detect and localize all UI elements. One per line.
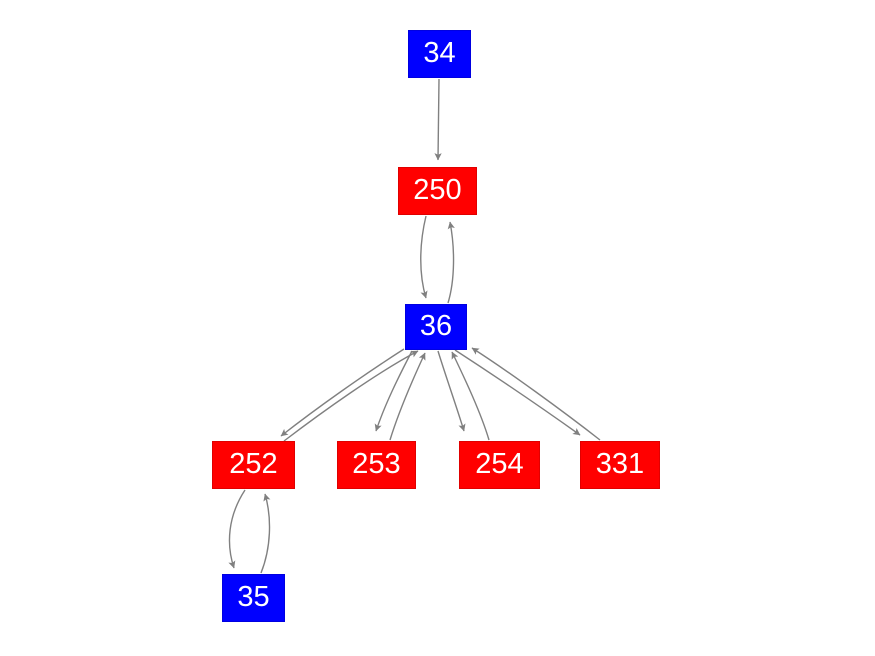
edge-36-to-331 <box>454 349 581 436</box>
edge-34-to-250 <box>434 78 442 161</box>
edge-36-to-253 <box>374 350 413 432</box>
graph-node-250[interactable]: 250 <box>398 167 477 215</box>
graph-node-253[interactable]: 253 <box>337 441 416 489</box>
edge-36-to-254 <box>437 350 466 432</box>
graph-node-252[interactable]: 252 <box>212 441 295 489</box>
node-label: 36 <box>419 309 453 342</box>
node-label: 253 <box>352 447 401 480</box>
edge-331-to-36 <box>471 347 601 441</box>
edge-36-to-250 <box>447 221 455 304</box>
node-label: 252 <box>229 447 278 480</box>
edge-254-to-36 <box>451 351 490 441</box>
node-label: 35 <box>237 580 270 613</box>
graph-node-254[interactable]: 254 <box>459 441 540 489</box>
node-label: 331 <box>595 447 645 480</box>
edge-252-to-35 <box>228 489 246 569</box>
node-label: 34 <box>423 36 456 69</box>
edge-253-to-36 <box>389 352 426 441</box>
graph-node-36[interactable]: 36 <box>405 304 467 350</box>
graph-node-35[interactable]: 35 <box>222 574 285 622</box>
edge-252-to-36 <box>283 350 419 442</box>
edge-35-to-252 <box>260 493 271 574</box>
graph-node-331[interactable]: 331 <box>580 441 660 489</box>
edge-36-to-252 <box>280 348 405 437</box>
edge-250-to-36 <box>420 215 428 299</box>
graph-node-34[interactable]: 34 <box>408 30 471 78</box>
node-label: 250 <box>413 173 462 206</box>
node-label: 254 <box>475 447 524 480</box>
